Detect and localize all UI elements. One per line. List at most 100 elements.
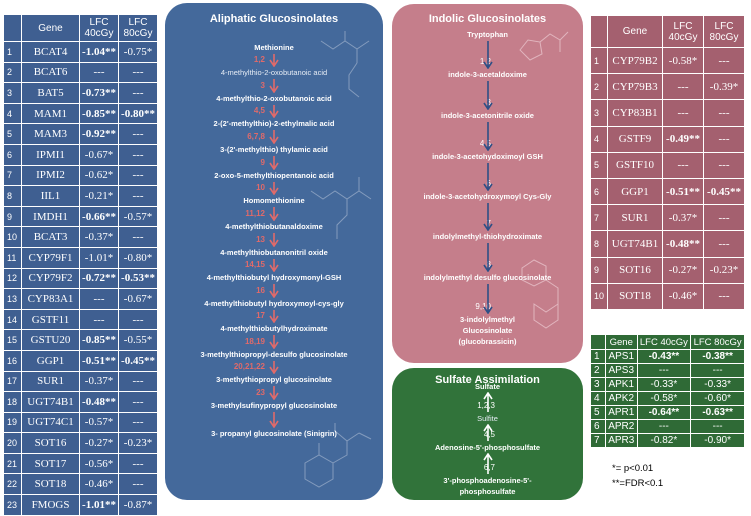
pathway-compound: Adenosine-5'-phosphosulfate: [434, 443, 541, 452]
lfc40-cell: ---: [79, 288, 119, 310]
enzyme-step-number: 11,12: [245, 209, 265, 218]
pathway-compound: indole-3-acetohydoximoyl GSH: [432, 152, 543, 161]
pathway-arrow-icon: [269, 54, 279, 67]
row-index: 19: [2, 411, 23, 434]
row-index: 20: [2, 432, 23, 454]
enzyme-step-number: 4,5: [479, 139, 491, 148]
enzyme-step-number: 7: [486, 219, 491, 228]
gene-cell: APS1: [605, 349, 638, 364]
gene-cell: CYP83A1: [21, 288, 80, 310]
gene-cell: CYP79F2: [21, 267, 80, 290]
row-index: 18: [2, 391, 23, 413]
row-index: 4: [2, 102, 23, 125]
lfc80-cell: -0.23*: [118, 432, 158, 454]
gene-cell: APR1: [605, 405, 638, 420]
gene-cell: SUR1: [607, 204, 663, 232]
gene-cell: BCAT3: [21, 226, 80, 248]
enzyme-step-number: 1,2,3: [477, 401, 495, 410]
enzyme-step-number: 3: [260, 81, 265, 90]
lfc80-cell: ---: [118, 411, 158, 434]
homomethionine-structure-icon: [310, 177, 372, 239]
header-lfc40: LFC 40cGy: [662, 15, 704, 48]
lfc40-cell: -0.64**: [636, 405, 692, 420]
row-index: 6: [2, 143, 23, 166]
table-header-row: Gene LFC 40cGy LFC 80cGy: [2, 14, 158, 42]
pathway-arrow-icon: [482, 81, 493, 110]
legend-fdr: **=FDR<0.1: [612, 478, 664, 489]
row-index: 3: [590, 99, 608, 127]
pathway-arrow-icon: [269, 361, 279, 374]
row-index: 1: [590, 349, 606, 364]
gene-cell: CYP79F1: [21, 246, 80, 269]
lfc40-cell: -0.72**: [79, 267, 119, 290]
pathway-compound: Homomethionine: [243, 196, 305, 205]
pathway-arrow-icon: [269, 259, 279, 272]
lfc80-cell: -0.38**: [690, 349, 745, 364]
lfc40-cell: ---: [662, 99, 704, 127]
gene-cell: CYP79B3: [607, 73, 663, 101]
lfc80-cell: ---: [118, 308, 158, 331]
row-index: 1: [2, 41, 23, 63]
pathway-compound: Sulfite: [477, 414, 498, 423]
header-index: [2, 14, 23, 42]
gene-cell: IMDH1: [21, 205, 80, 228]
enzyme-step-number: 6,7: [483, 463, 495, 472]
gene-cell: GSTF9: [607, 125, 663, 153]
row-index: 9: [2, 205, 23, 228]
pathway-compound: 4-methylthiobutyl hydroxymoyl-cys-gly: [204, 299, 344, 308]
lfc80-cell: ---: [118, 143, 158, 166]
lfc80-cell: ---: [118, 370, 158, 393]
lfc80-cell: -0.33*: [690, 377, 745, 392]
gene-cell: BCAT6: [21, 61, 80, 84]
row-index: 13: [2, 288, 23, 310]
pathway-arrow-icon: [269, 207, 279, 221]
lfc80-cell: ---: [118, 123, 158, 145]
row-index: 4: [590, 391, 606, 406]
lfc80-cell: -0.80*: [118, 246, 158, 269]
enzyme-step-number: 6: [486, 179, 491, 188]
header-index: [590, 334, 606, 350]
lfc80-cell: -0.23*: [703, 256, 745, 284]
pathway-compound: 2-(2'-methylthio)-2-ethylmalic acid: [213, 119, 335, 128]
enzyme-step-number: 20,21,22: [233, 362, 265, 371]
row-index: 7: [2, 164, 23, 187]
enzyme-step-number: 9: [260, 158, 265, 167]
lfc80-cell: -0.60*: [690, 391, 745, 406]
gene-cell: GGP1: [21, 349, 80, 372]
lfc40-cell: -0.43**: [636, 349, 692, 364]
indolic-panel-title: Indolic Glucosinolates: [428, 13, 547, 25]
header-gene: Gene: [605, 334, 638, 350]
row-index: 3: [2, 82, 23, 104]
lfc80-cell: ---: [703, 125, 745, 153]
gene-cell: APK1: [605, 377, 638, 392]
pathway-arrow-icon: [269, 310, 279, 323]
gene-cell: APK2: [605, 391, 638, 406]
gene-cell: IIL1: [21, 185, 80, 207]
enzyme-step-number: 10: [256, 183, 265, 192]
pathway-compound: phosphosulfate: [459, 487, 516, 496]
header-lfc80: LFC 80cGy: [703, 15, 745, 48]
pathway-compound: 4-methylthiobutyl hydroxymonyl-GSH: [206, 273, 342, 282]
lfc80-cell: ---: [690, 419, 745, 434]
lfc40-cell: -0.48**: [79, 391, 119, 413]
pathway-compound: Glucosinolate: [462, 326, 513, 335]
enzyme-step-number: 3: [486, 98, 491, 107]
lfc80-cell: ---: [118, 226, 158, 248]
enzyme-step-number: 4,5: [253, 106, 265, 115]
lfc40-cell: -0.66**: [79, 205, 119, 228]
pathway-compound: Methionine: [254, 43, 294, 52]
methionine-structure-icon: [320, 31, 370, 98]
enzyme-step-number: 1,2: [479, 57, 491, 66]
gene-cell: UGT74C1: [21, 411, 80, 434]
lfc80-cell: -0.39*: [703, 73, 745, 101]
pathway-arrow-icon: [269, 412, 279, 428]
pathway-arrow-icon: [269, 284, 279, 298]
pathway-arrow-icon: [482, 243, 493, 272]
gene-cell: IPMI2: [21, 164, 80, 187]
lfc40-cell: ---: [79, 61, 119, 84]
pathway-compound: (glucobrassicin): [458, 337, 517, 346]
